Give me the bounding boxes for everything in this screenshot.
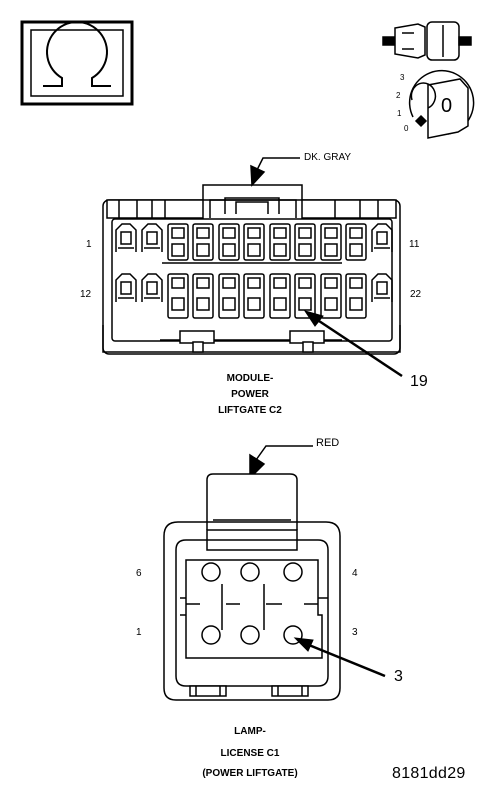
ohm-symbol-icon (20, 20, 134, 106)
upper-cavity (192, 223, 214, 261)
upper-cavity (243, 223, 265, 261)
upper-cavity (141, 223, 163, 252)
lower-pin-label-1: 1 (136, 627, 142, 638)
upper-cavity (218, 273, 240, 319)
lower-connector-name-line-1: LAMP- (234, 726, 266, 737)
figure-id: 8181dd29 (392, 765, 466, 782)
lower-terminal (201, 625, 221, 645)
key-position-1: 1 (397, 109, 402, 118)
upper-pin-label-12: 12 (80, 289, 92, 300)
lower-terminal (240, 562, 260, 582)
upper-pin-label-1: 1 (86, 239, 92, 250)
upper-cavity (294, 223, 316, 261)
lower-pin-label-6: 6 (136, 568, 142, 579)
lower-connector-body (163, 445, 341, 701)
upper-cavity (141, 273, 163, 302)
upper-cavity (218, 223, 240, 261)
lower-pin-label-4: 4 (352, 568, 358, 579)
upper-connector-name-line-2: POWER (231, 389, 269, 400)
lower-terminal (240, 625, 260, 645)
upper-cavity (320, 223, 342, 261)
upper-cavity (371, 273, 393, 302)
lower-pin-label-3: 3 (352, 627, 358, 638)
upper-cavity (115, 273, 137, 302)
lower-callout-number: 3 (394, 668, 403, 685)
upper-cavity (243, 273, 265, 319)
upper-cavity (269, 223, 291, 261)
lower-terminal (201, 562, 221, 582)
upper-connector-cavities (115, 223, 393, 319)
upper-cavity (192, 273, 214, 319)
upper-connector-name-line-1: MODULE- (226, 373, 274, 384)
upper-cavity (345, 223, 367, 261)
upper-cavity (320, 273, 342, 319)
lower-wire-color: RED (316, 437, 340, 449)
upper-cavity (294, 273, 316, 319)
upper-cavity (115, 223, 137, 252)
upper-connector-body (102, 157, 401, 355)
lower-terminal (283, 562, 303, 582)
ignition-key-icon (408, 69, 475, 139)
upper-cavity (371, 223, 393, 252)
key-position-0: 0 (404, 124, 409, 133)
upper-pin-label-11: 11 (409, 239, 420, 250)
upper-cavity (167, 223, 189, 261)
upper-wire-color: DK. GRAY (304, 152, 352, 163)
upper-cavity (167, 273, 189, 319)
upper-connector-name-line-3: LIFTGATE C2 (218, 405, 282, 416)
key-position-3: 3 (400, 73, 405, 82)
upper-pin-label-22: 22 (410, 289, 422, 300)
upper-cavity (269, 273, 291, 319)
upper-callout-leader (303, 310, 403, 378)
lower-connector-name-line-2: LICENSE C1 (220, 748, 280, 759)
upper-callout-number: 19 (410, 373, 428, 390)
lower-connector-cavities (201, 562, 303, 645)
key-position-2: 2 (396, 91, 401, 100)
lower-connector-name-line-3: (POWER LIFTGATE) (202, 768, 298, 779)
upper-cavity (345, 273, 367, 319)
connector-plug-icon (382, 21, 472, 61)
key-label: 0 (441, 95, 453, 117)
lower-callout-leader (293, 637, 386, 678)
